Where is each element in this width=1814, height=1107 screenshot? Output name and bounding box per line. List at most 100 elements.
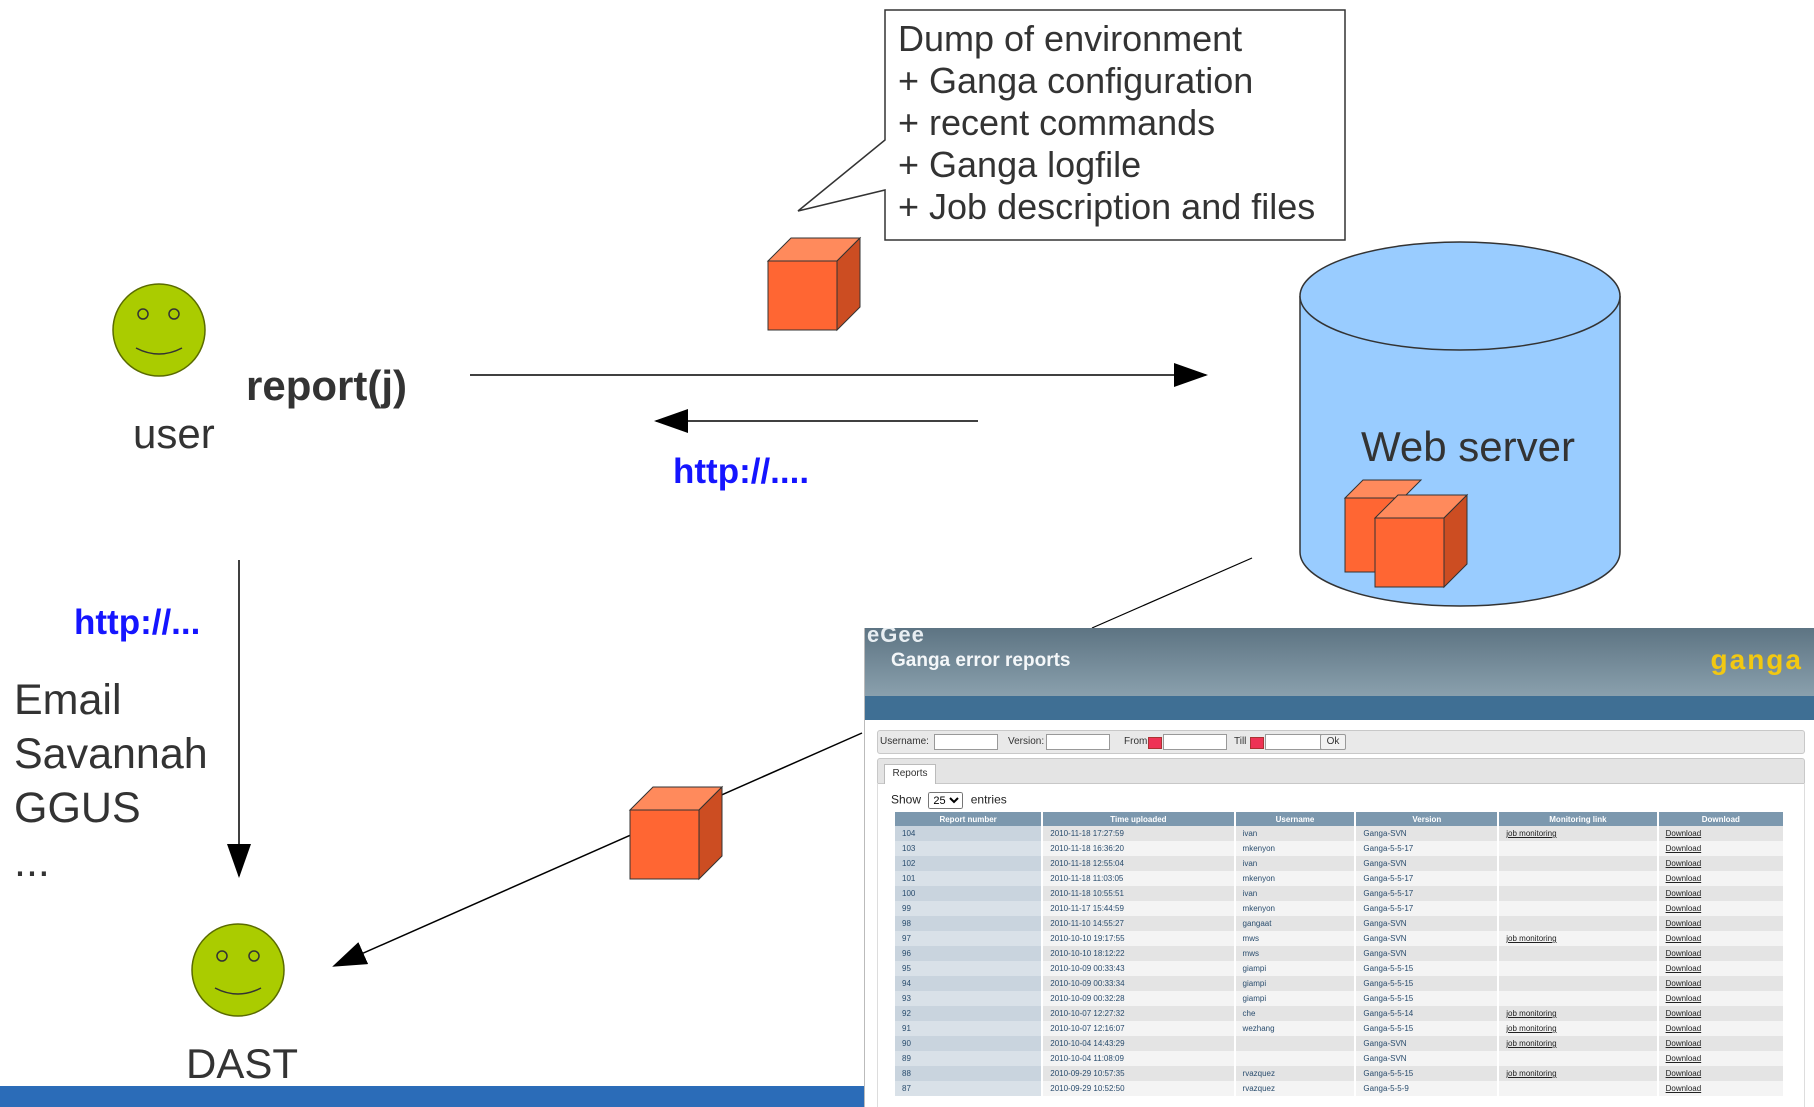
job-monitoring-link[interactable]: job monitoring: [1506, 1069, 1557, 1078]
table-cell: Ganga-5-5-17: [1355, 871, 1500, 886]
table-cell: 2010-10-10 18:12:22: [1042, 946, 1236, 961]
download-link[interactable]: Download: [1665, 979, 1702, 988]
callout-line: + recent commands: [898, 102, 1216, 143]
filter-bar: Username: Version: From Till Ok: [877, 730, 1805, 754]
download-link[interactable]: Download: [1665, 1054, 1702, 1063]
table-cell: giampi: [1234, 976, 1357, 991]
table-cell: Download: [1657, 991, 1786, 1006]
table-cell: job monitoring: [1498, 826, 1659, 841]
table-cell: 2010-11-18 10:55:51: [1042, 886, 1236, 901]
download-link[interactable]: Download: [1665, 1039, 1702, 1048]
job-monitoring-link[interactable]: job monitoring: [1506, 829, 1557, 838]
column-header[interactable]: Time uploaded: [1042, 812, 1236, 826]
download-link[interactable]: Download: [1665, 1069, 1702, 1078]
calendar-icon[interactable]: [1148, 737, 1162, 749]
column-header[interactable]: Download: [1657, 812, 1786, 826]
channel-email: Email: [14, 676, 122, 724]
table-cell: Ganga-SVN: [1355, 1051, 1500, 1066]
table-cell: Download: [1657, 976, 1786, 991]
table-cell: mws: [1234, 946, 1357, 961]
table-cell: Download: [1657, 1006, 1786, 1021]
from-date-input[interactable]: [1163, 734, 1227, 750]
reports-table: Report number Time uploaded Username Ver…: [895, 812, 1786, 1096]
table-cell: Ganga-5-5-15: [1355, 1066, 1500, 1081]
cube-icon: [766, 236, 862, 332]
table-cell: job monitoring: [1498, 931, 1659, 946]
table-cell: giampi: [1234, 961, 1357, 976]
cube-icon: [628, 785, 724, 881]
table-cell: 2010-10-04 14:43:29: [1042, 1036, 1236, 1051]
table-cell: Ganga-5-5-17: [1355, 886, 1500, 901]
table-cell: Ganga-5-5-14: [1355, 1006, 1500, 1021]
table-cell: Download: [1657, 1021, 1786, 1036]
download-link[interactable]: Download: [1665, 874, 1702, 883]
http-url-label: http://....: [673, 452, 810, 491]
table-cell: Download: [1657, 946, 1786, 961]
download-link[interactable]: Download: [1665, 1024, 1702, 1033]
download-link[interactable]: Download: [1665, 1084, 1702, 1093]
download-link[interactable]: Download: [1665, 859, 1702, 868]
download-link[interactable]: Download: [1665, 919, 1702, 928]
table-cell: [1498, 901, 1659, 916]
cube-icon: [1373, 493, 1469, 589]
table-cell: ivan: [1234, 886, 1357, 901]
page-length-select[interactable]: 25: [928, 792, 964, 809]
user-label: user: [133, 410, 215, 457]
table-cell: [1498, 886, 1659, 901]
table-cell: Download: [1657, 856, 1786, 871]
table-cell: mkenyon: [1234, 901, 1357, 916]
table-cell: [1498, 856, 1659, 871]
download-link[interactable]: Download: [1665, 949, 1702, 958]
download-link[interactable]: Download: [1665, 994, 1702, 1003]
column-header[interactable]: Monitoring link: [1498, 812, 1659, 826]
version-filter-input[interactable]: [1046, 734, 1110, 750]
table-cell: job monitoring: [1498, 1036, 1659, 1051]
download-link[interactable]: Download: [1665, 1009, 1702, 1018]
column-header[interactable]: Report number: [895, 812, 1044, 826]
tab-reports[interactable]: Reports: [884, 764, 936, 784]
table-cell: che: [1234, 1006, 1357, 1021]
username-filter-input[interactable]: [934, 734, 998, 750]
table-cell: 90: [895, 1036, 1044, 1051]
download-link[interactable]: Download: [1665, 964, 1702, 973]
download-link[interactable]: Download: [1665, 934, 1702, 943]
table-cell: Download: [1657, 1051, 1786, 1066]
table-cell: mkenyon: [1234, 871, 1357, 886]
download-link[interactable]: Download: [1665, 829, 1702, 838]
job-monitoring-link[interactable]: job monitoring: [1506, 1024, 1557, 1033]
table-cell: 2010-11-18 11:03:05: [1042, 871, 1236, 886]
entries-label: entries: [970, 792, 1007, 807]
download-link[interactable]: Download: [1665, 904, 1702, 913]
table-cell: 100: [895, 886, 1044, 901]
http-url-label: http://...: [74, 603, 201, 642]
page-header: eGee Ganga error reports ganga: [865, 628, 1814, 696]
download-link[interactable]: Download: [1665, 889, 1702, 898]
column-header[interactable]: Username: [1234, 812, 1357, 826]
ok-button[interactable]: Ok: [1320, 734, 1346, 750]
calendar-icon[interactable]: [1250, 737, 1264, 749]
table-cell: 2010-10-09 00:33:43: [1042, 961, 1236, 976]
ganga-logo: ganga: [1710, 644, 1803, 675]
job-monitoring-link[interactable]: job monitoring: [1506, 1009, 1557, 1018]
table-cell: Ganga-5-5-17: [1355, 901, 1500, 916]
table-cell: Download: [1657, 1036, 1786, 1051]
table-cell: Ganga-SVN: [1355, 946, 1500, 961]
table-cell: [1234, 1036, 1357, 1051]
job-monitoring-link[interactable]: job monitoring: [1506, 934, 1557, 943]
column-header[interactable]: Version: [1355, 812, 1500, 826]
tab-content: [877, 783, 1805, 1107]
table-cell: [1498, 1081, 1659, 1096]
table-cell: 95: [895, 961, 1044, 976]
job-monitoring-link[interactable]: job monitoring: [1506, 1039, 1557, 1048]
table-cell: mkenyon: [1234, 841, 1357, 856]
table-cell: 87: [895, 1081, 1044, 1096]
download-link[interactable]: Download: [1665, 844, 1702, 853]
table-cell: Ganga-SVN: [1355, 916, 1500, 931]
